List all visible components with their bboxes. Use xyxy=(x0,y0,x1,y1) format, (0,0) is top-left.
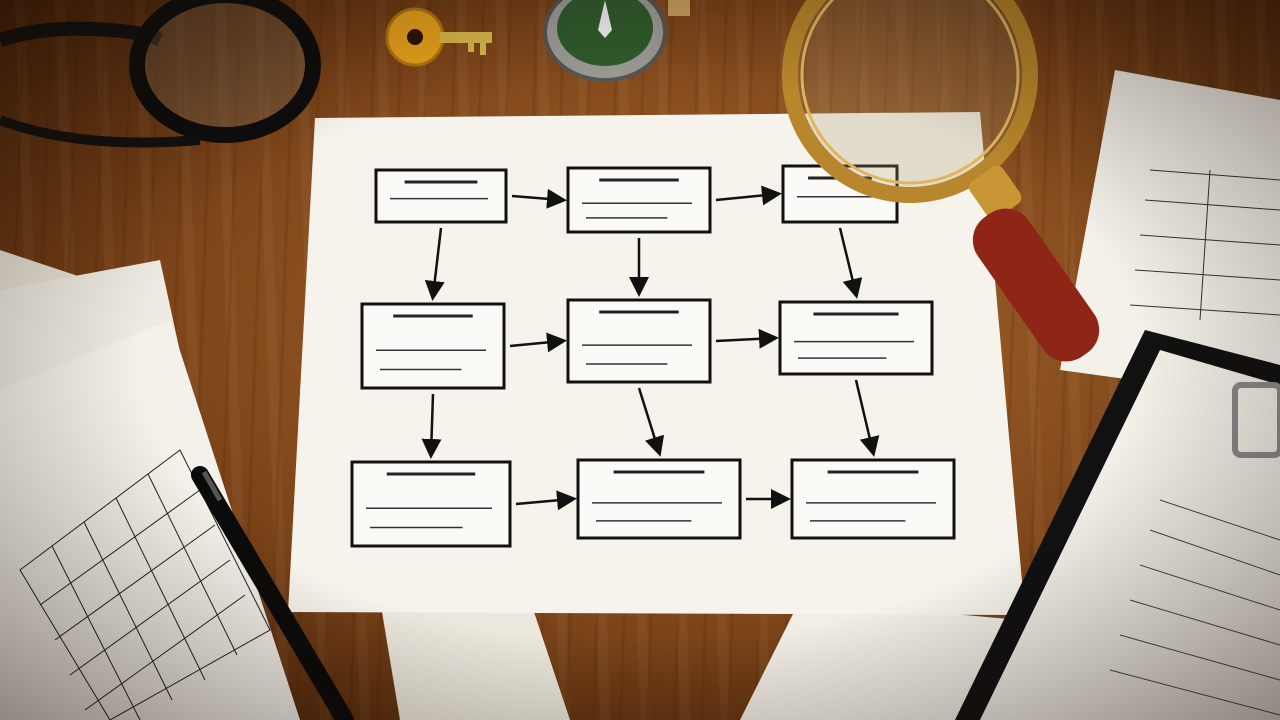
eyeglasses-icon xyxy=(0,0,321,148)
flowchart-arrow xyxy=(715,185,782,206)
pen-icon xyxy=(191,466,354,720)
flowchart-paper xyxy=(288,112,1025,615)
bottom-paper xyxy=(380,600,570,720)
flowchart-box-8 xyxy=(576,458,742,540)
left-papers xyxy=(0,250,300,720)
compass-icon xyxy=(543,0,690,82)
right-paper-form-lines xyxy=(1129,169,1280,321)
flowchart-arrow xyxy=(421,393,442,459)
flowchart-box-7 xyxy=(350,460,512,548)
left-paper-table-grid xyxy=(19,449,271,720)
flowchart-arrow xyxy=(715,328,779,349)
flowchart-box-5 xyxy=(566,298,712,384)
flowchart-arrow xyxy=(838,227,863,299)
clipboard-icon xyxy=(955,330,1280,720)
flowchart-arrow xyxy=(637,387,665,457)
flowchart-arrow xyxy=(515,490,577,511)
right-paper xyxy=(1060,70,1280,400)
clipboard-form-lines xyxy=(1109,499,1280,716)
flowchart xyxy=(350,164,956,548)
flowchart-box-2 xyxy=(566,166,712,234)
key-icon xyxy=(385,7,492,67)
flowchart-arrow xyxy=(424,227,445,301)
flowchart-arrow xyxy=(511,188,567,209)
flowchart-arrow xyxy=(509,332,567,353)
flowchart-box-4 xyxy=(360,302,506,390)
flowchart-box-1 xyxy=(374,168,508,224)
bottom-right-paper xyxy=(740,600,1020,720)
magnifying-glass-icon xyxy=(782,0,1100,362)
flowchart-arrow xyxy=(854,379,880,457)
